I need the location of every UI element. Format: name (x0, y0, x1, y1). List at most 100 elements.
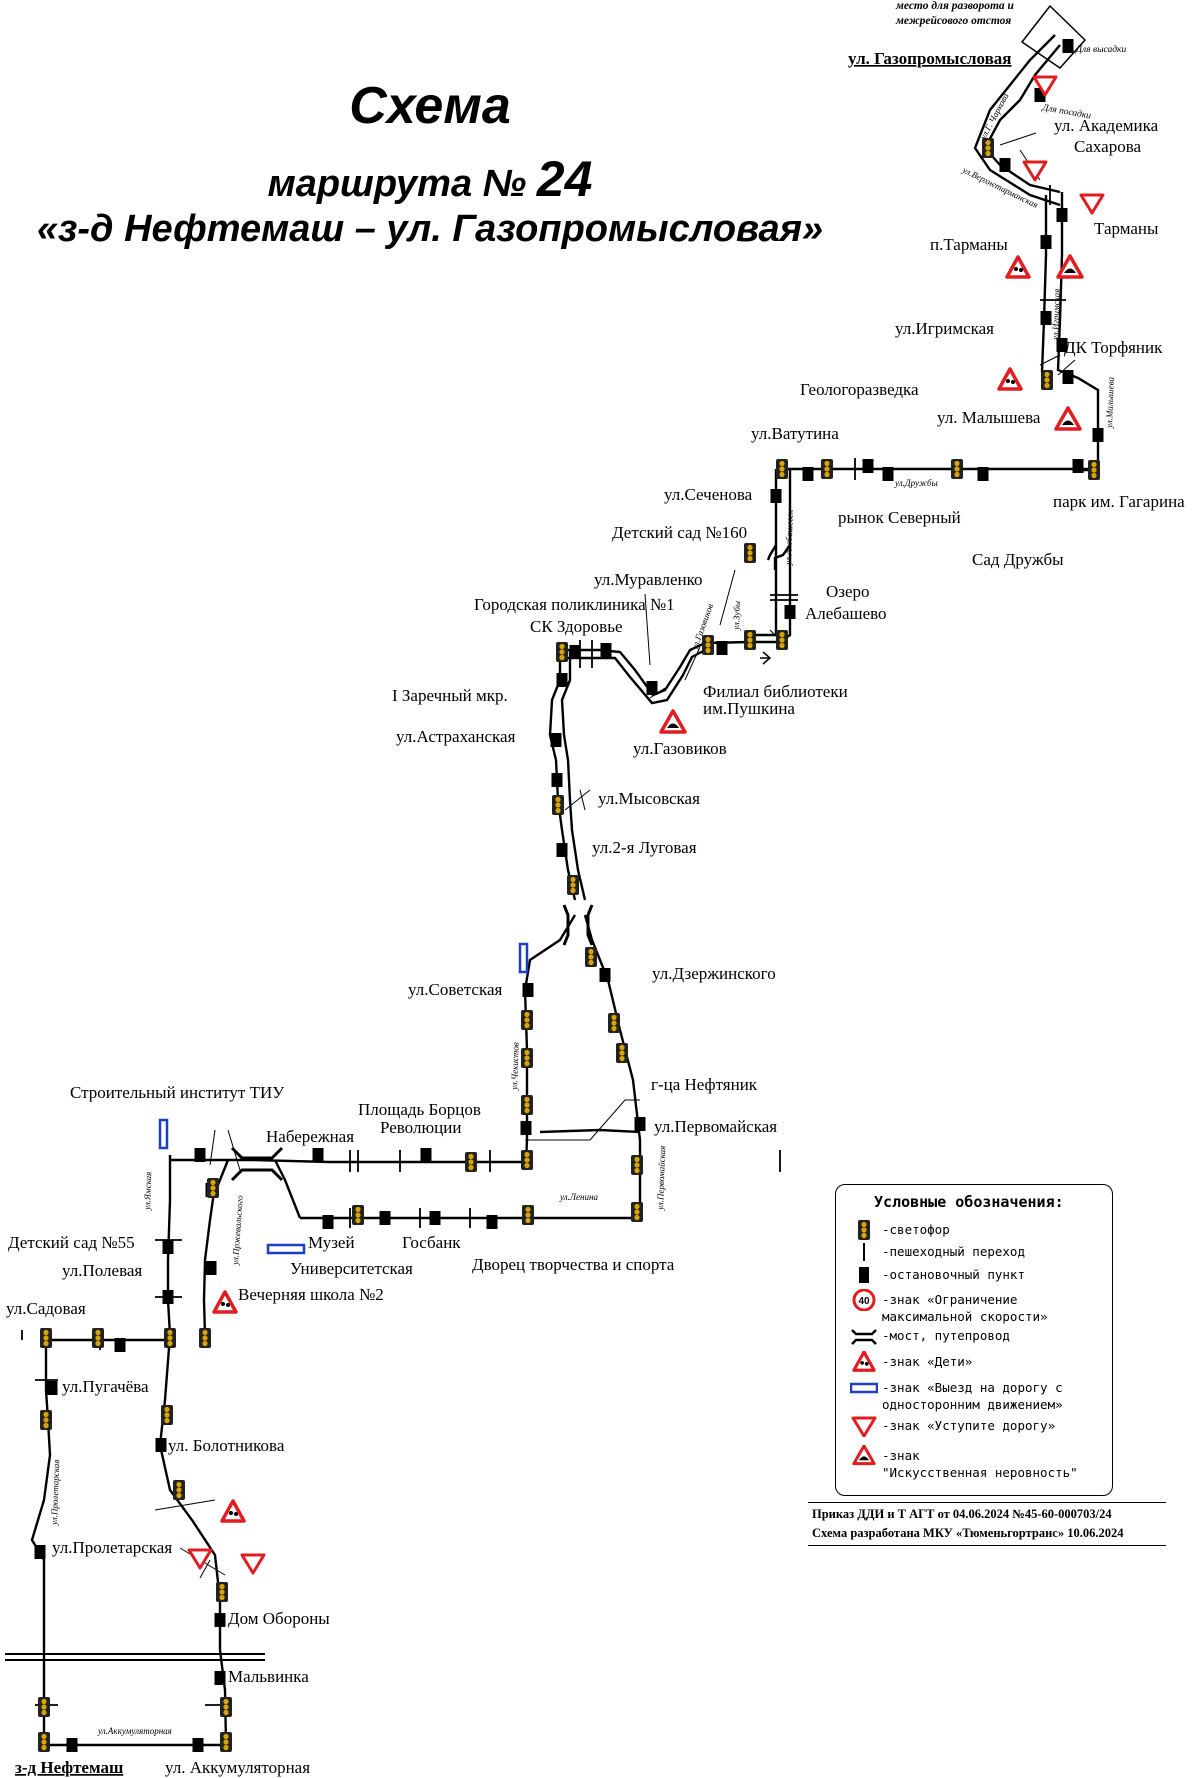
stop-label: ул. Газопромысловая (848, 49, 1011, 68)
stop-label: рынок Северный (838, 508, 961, 527)
street-label: ул.Дружбы (894, 478, 938, 488)
legend-text: -знак «Ограничение максимальной скорости… (882, 1292, 1048, 1324)
legend-text: -знак «Дети» (882, 1354, 973, 1369)
stop-label: Дом Обороны (228, 1609, 330, 1628)
legend-text: -остановочный пункт (882, 1267, 1025, 1282)
stop-label: I Заречный мкр. (392, 686, 508, 705)
stop-label: з-д Нефтемаш (15, 1758, 123, 1777)
stop-label: Геологоразведка (800, 380, 919, 399)
stop-label: Дворец творчества и спорта (472, 1255, 675, 1274)
legend-text: -пешеходный переход (882, 1244, 1025, 1259)
stop-label: Революции (380, 1118, 461, 1137)
speed-limit-value: 40 (858, 1296, 870, 1307)
stop-label: Сад Дружбы (972, 550, 1064, 569)
one-way-sign-icon (850, 1382, 878, 1394)
children-sign-icon (852, 1351, 876, 1372)
stop-label: ул.Дзержинского (652, 964, 776, 983)
yield-sign-icon (851, 1416, 877, 1437)
exit-label: Для высадки (1075, 44, 1127, 55)
turnaround-note: место для разворота и (895, 0, 1015, 12)
speed-bump-sign-icon (852, 1445, 876, 1466)
stop-label: ДК Торфяник (1064, 338, 1163, 357)
stop-label: ул.Первомайская (654, 1117, 777, 1136)
title-route: маршрута № 24 (240, 150, 620, 208)
legend: Условные обозначения: -светофор -пешеход… (835, 1184, 1113, 1496)
stop-label: Филиал библиотеки (703, 682, 848, 701)
stop-label: ул.Астраханская (396, 727, 516, 746)
stop-label: п.Тарманы (930, 235, 1008, 254)
bridge-marks (230, 904, 594, 1182)
stop-label: Госбанк (402, 1233, 461, 1252)
traffic-light-icon (858, 1220, 870, 1240)
stop-label: ул.Сеченова (664, 485, 753, 504)
stop-label: ул.Советская (408, 980, 503, 999)
stop-label: им.Пушкина (703, 699, 795, 718)
stop-label: Детский сад №160 (612, 523, 747, 542)
turnaround-note: межрейсового отстоя (895, 14, 1011, 27)
stop-label: Тарманы (1094, 219, 1159, 238)
stop-label: Детский сад №55 (8, 1233, 135, 1252)
stop-label: Озеро (826, 582, 870, 601)
street-label: ул.Малышева (1104, 376, 1116, 429)
stop-label: г-ца Нефтяник (651, 1075, 758, 1094)
leader-lines (209, 354, 1076, 1171)
street-label: ул.Ленина (559, 1192, 598, 1202)
route-number: 24 (536, 151, 593, 207)
legend-text: -знак «Выезд на дорогу с односторонним д… (882, 1380, 1063, 1412)
stop-label: Строительный институт ТИУ (70, 1083, 285, 1102)
one-way-signs (158, 942, 529, 1255)
stop-labels: ул. Газопромысловая ул. Академика Сахаро… (6, 49, 1185, 1777)
stop-label: Сахарова (1074, 137, 1142, 156)
stop-label: Набережная (266, 1127, 354, 1146)
stop-label: ул.Садовая (6, 1299, 86, 1318)
stop-label: ул.Муравленко (594, 570, 703, 589)
title-scheme: Схема (349, 77, 511, 135)
stop-label: ул.2-я Луговая (592, 838, 697, 857)
title-route-label: маршрута № (267, 163, 527, 205)
legend-title: Условные обозначения: (874, 1193, 1064, 1211)
stop-label: ул. Малышева (937, 408, 1041, 427)
stop-label: парк им. Гагарина (1053, 492, 1185, 511)
stop-label: Алебашево (805, 604, 887, 623)
stop-label: ул. Аккумуляторная (165, 1758, 310, 1777)
stop-label: Городская поликлиника №1 (474, 595, 675, 614)
street-label: ул.Пролетарская (49, 1459, 61, 1526)
bridge-icon (851, 1329, 877, 1345)
stop-label: ул.Газовиков (633, 739, 727, 758)
stop-label: Площадь Борцов (358, 1100, 481, 1119)
order-line: Схема разработана МКУ «Тюменьгортранс» 1… (812, 1526, 1124, 1540)
speed-limit-icon: 40 (852, 1289, 876, 1311)
title-route-name: «з-д Нефтемаш – ул. Газопромысловая» (36, 208, 824, 250)
stop-label: ул.Пугачёва (62, 1377, 149, 1396)
order-line: Приказ ДДИ и Т АГТ от 04.06.2024 №45-60-… (812, 1507, 1112, 1521)
street-label: ул.Аккумуляторная (97, 1726, 172, 1736)
stop-label: Музей (308, 1233, 355, 1252)
street-label: ул.Г. Чаркова (977, 91, 1010, 142)
crosswalk-icon (863, 1243, 865, 1261)
railway (5, 1653, 265, 1661)
stop-label: ул.Ватутина (751, 424, 839, 443)
street-label: ул.Игримская (1050, 288, 1062, 341)
bus-stop-icon (859, 1267, 869, 1283)
street-label: ул.Ямская (142, 1171, 153, 1211)
legend-text: -мост, путепровод (882, 1328, 1010, 1343)
order-info: Приказ ДДИ и Т АГТ от 04.06.2024 №45-60-… (808, 1502, 1166, 1546)
legend-text: -светофор (882, 1222, 950, 1237)
stop-label: ул. Академика (1054, 116, 1159, 135)
street-label: ул.Чекистов (509, 1042, 521, 1091)
stop-label: ул.Игримская (895, 319, 994, 338)
street-label: ул.Первомайская (655, 1145, 667, 1211)
stop-label: СК Здоровье (530, 617, 623, 636)
legend-text: -знак "Искусственная неровность" (882, 1448, 1078, 1480)
stop-label: Вечерняя школа №2 (238, 1285, 384, 1304)
street-label: ул.Пржевальского (230, 1194, 245, 1266)
street-label: ул.Зубы (731, 601, 742, 631)
stop-label: ул.Мысовская (598, 789, 700, 808)
stop-label: ул. Болотникова (168, 1436, 285, 1455)
street-label: ул.Алебашевск (783, 509, 795, 566)
stop-label: ул.Пролетарская (52, 1538, 172, 1557)
stop-label: Мальвинка (228, 1667, 309, 1686)
legend-text: -знак «Уступите дорогу» (882, 1418, 1056, 1433)
stop-label: ул.Полевая (62, 1261, 142, 1280)
